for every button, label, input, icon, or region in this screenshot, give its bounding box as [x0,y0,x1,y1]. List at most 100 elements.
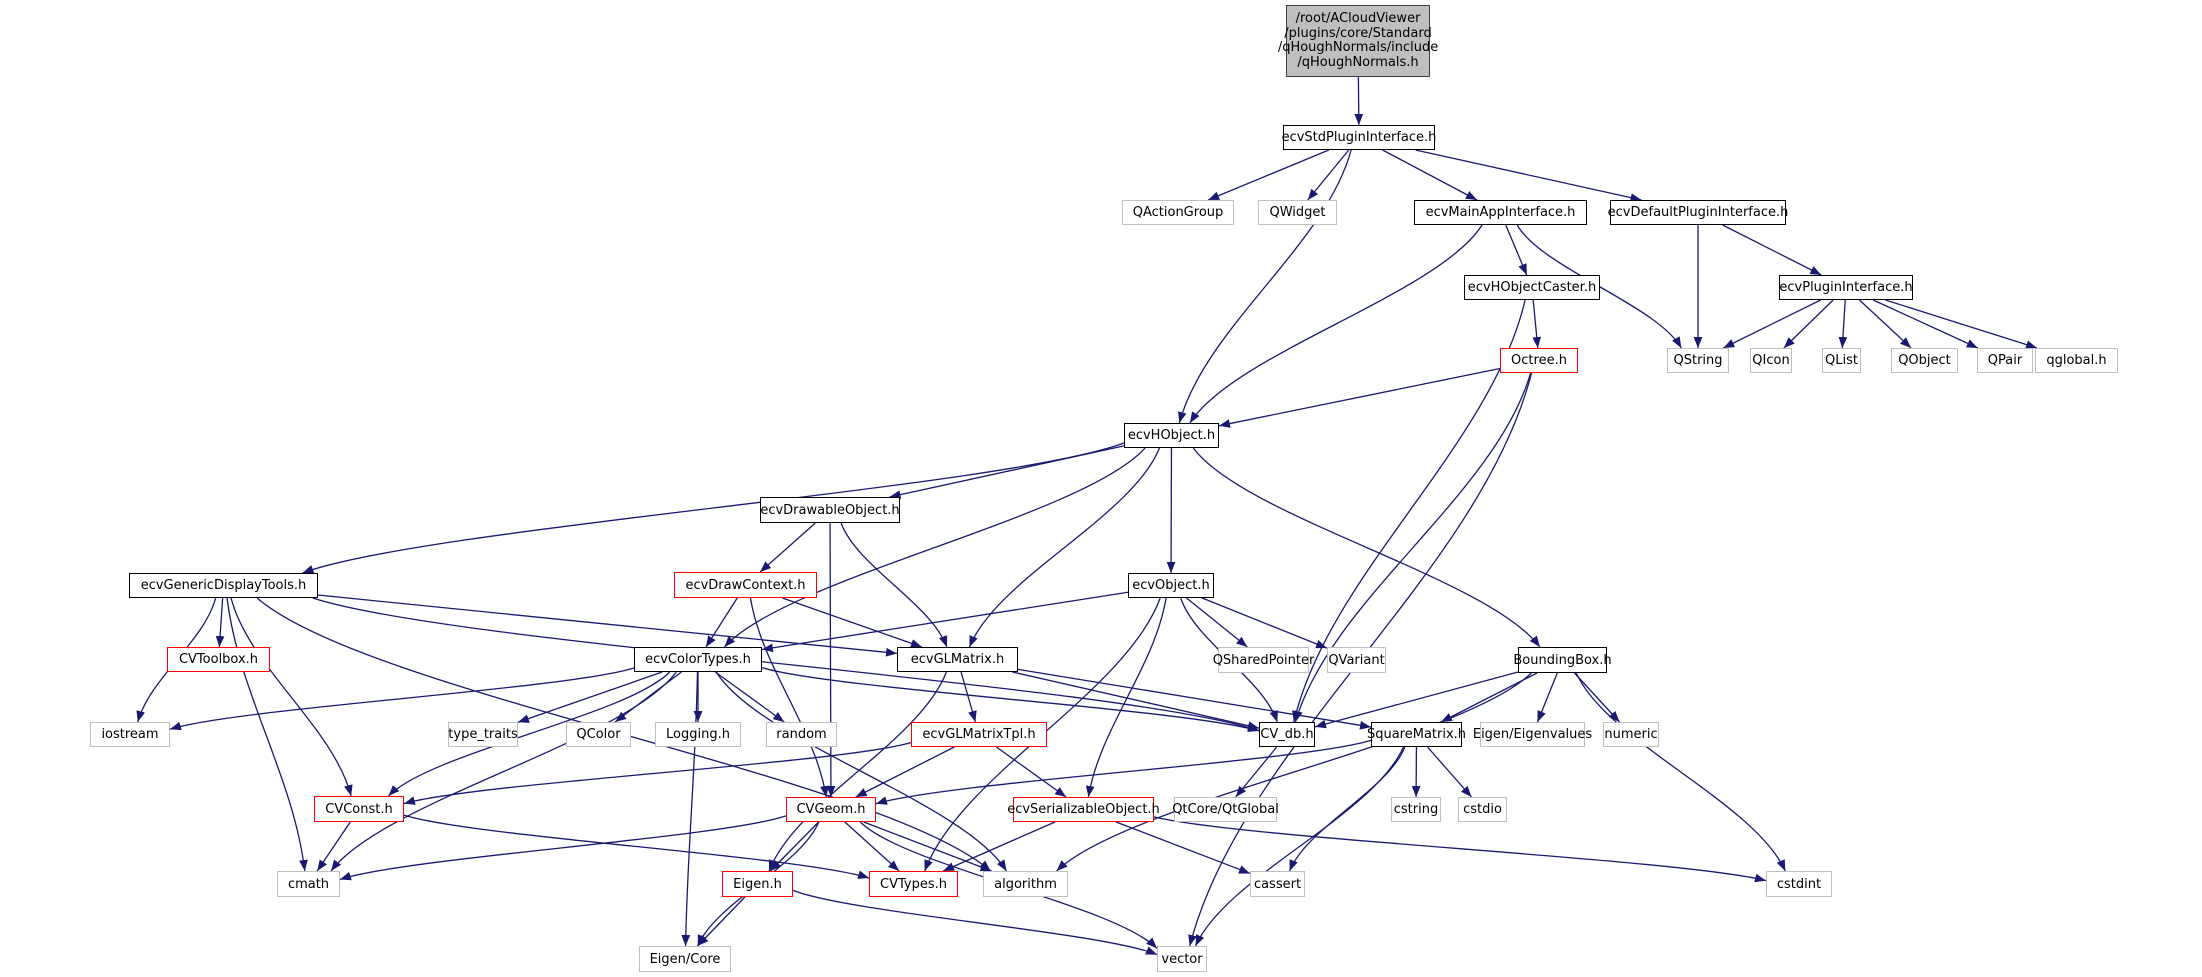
graph-node-random: random [766,722,837,747]
node-label: cassert [1253,876,1302,892]
graph-node-ecvgenericdisplaytools[interactable]: ecvGenericDisplayTools.h [129,573,318,598]
node-label: QActionGroup [1132,205,1224,220]
edge-ecvobject-to-qsharedpointer [1186,597,1248,648]
node-label: Octree.h [1511,353,1567,368]
edge-ecvcolortypes-to-type-traits [517,671,663,723]
edge-ecvdrawableobject-to-ecvglmatrix [840,522,948,648]
graph-node-cvtypes[interactable]: CVTypes.h [869,871,958,897]
node-label: QIcon [1752,353,1790,368]
graph-node-qactiongroup: QActionGroup [1122,200,1234,225]
graph-node-octree[interactable]: Octree.h [1500,348,1578,373]
edge-ecvplugininterface-to-qobject [1858,299,1912,349]
graph-node-logging: Logging.h [655,722,741,747]
graph-node-ecvhobjectcaster[interactable]: ecvHObjectCaster.h [1464,275,1600,300]
edge-ecvhobject-to-boundingbox [1192,447,1541,648]
node-label: QList [1825,353,1858,368]
graph-node-ecvhobject[interactable]: ecvHObject.h [1124,423,1219,448]
graph-node-ecvplugininterface[interactable]: ecvPluginInterface.h [1779,275,1913,300]
edge-ecvdrawcontext-to-ecvcolortypes [705,597,738,648]
node-label: ecvDrawContext.h [685,577,806,593]
edge-boundingbox-to-algorithm [1056,672,1532,872]
node-label: QVariant [1328,652,1385,668]
graph-node-cassert: cassert [1250,871,1305,897]
graph-node-ecvglmatrixtpl[interactable]: ecvGLMatrixTpl.h [911,722,1047,747]
node-label: QSharedPointer [1212,652,1315,668]
node-label: cstring [1393,802,1439,817]
edge-ecvdrawcontext-to-ecvglmatrix [782,597,923,648]
edge-ecvcolortypes-to-iostream [169,667,635,731]
edge-squarematrix-to-cstdio [1427,746,1472,798]
edge-ecvcolortypes-to-random [714,671,785,723]
edge-ecvserializableobject-to-cvtypes [942,821,1056,872]
edge-ecvglmatrixtpl-to-cvconst [403,742,912,805]
edge-squarematrix-to-cassert [1288,746,1406,872]
graph-node-vector: vector [1157,946,1207,972]
edge-ecvglmatrixtpl-to-ecvserializableobject [996,746,1067,798]
node-label: QColor [576,727,621,742]
edge-boundingbox-to-eigeneigenvalues [1536,672,1558,723]
graph-node-cvgeom[interactable]: CVGeom.h [786,797,876,822]
edge-ecvdefaultplugininterface-to-ecvplugininterface [1722,224,1822,276]
edge-ecvserializableobject-to-cassert [1115,821,1251,875]
graph-node-eigenh[interactable]: Eigen.h [722,871,793,897]
graph-node-qstring: QString [1667,348,1729,373]
edge-ecvcolortypes-to-eigencore [681,671,699,947]
node-label: BoundingBox.h [1513,652,1612,668]
graph-node-ecvserializableobject[interactable]: ecvSerializableObject.h [1007,797,1160,822]
edge-ecvhobject-to-ecvcolortypes [723,447,1146,648]
graph-node-cvconst[interactable]: CVConst.h [314,796,404,822]
edge-ecvglmatrix-to-ecvglmatrixtpl [960,671,977,723]
edge-ecvcolortypes-to-cmath [330,671,677,872]
edge-ecvcolortypes-to-cvconst [388,671,671,797]
graph-node-cvtoolbox[interactable]: CVToolbox.h [167,647,270,672]
graph-node-squarematrix[interactable]: SquareMatrix.h [1367,722,1466,747]
graph-node-boundingbox[interactable]: BoundingBox.h [1513,647,1612,673]
node-label: Logging.h [666,727,730,742]
node-label: type_traits [448,727,518,742]
edge-ecvglmatrix-to-eigenh [768,671,947,872]
edge-ecvgenericdisplaytools-to-cvtoolbox [215,597,225,648]
node-label: random [776,727,827,742]
node-label: CVTypes.h [880,876,947,892]
edge-ecvhobjectcaster-to-octree [1532,299,1542,349]
edge-ecvmainappinterface-to-ecvhobject [1189,224,1483,424]
graph-node-ecvglmatrix[interactable]: ecvGLMatrix.h [897,647,1018,672]
graph-node-qcolor: QColor [566,722,631,747]
edge-ecvgenericdisplaytools-to-cvconst [230,597,353,797]
graph-node-ecvstdplugininterface[interactable]: ecvStdPluginInterface.h [1282,125,1436,150]
graph-node-cmath: cmath [277,871,340,897]
graph-node-ecvdrawableobject[interactable]: ecvDrawableObject.h [760,497,900,523]
graph-node-ecvcolortypes[interactable]: ecvColorTypes.h [634,647,762,672]
edge-ecvcolortypes-to-algorithm [715,671,1008,872]
graph-node-ecvobject[interactable]: ecvObject.h [1128,573,1214,598]
graph-node-qglobal: qglobal.h [2035,348,2118,373]
node-label: ecvSerializableObject.h [1007,802,1160,817]
edge-cvgeom-to-cmath [339,815,787,881]
edge-ecvserializableobject-to-cstdint [1153,816,1767,883]
graph-node-root[interactable]: /root/ACloudViewer /plugins/core/Standar… [1278,5,1438,77]
edge-cvconst-to-cvtypes [403,814,870,879]
graph-node-ecvdefaultplugininterface[interactable]: ecvDefaultPluginInterface.h [1608,200,1788,225]
edge-cvgeom-to-algorithm [863,821,992,872]
edge-ecvplugininterface-to-qglobal [1885,299,2038,349]
node-label: QWidget [1269,205,1326,220]
edge-ecvgenericdisplaytools-to-cv-db [312,597,1260,732]
graph-node-cv-db[interactable]: CV_db.h [1259,722,1315,747]
node-label: Eigen/Eigenvalues [1472,727,1593,742]
edge-ecvglmatrix-to-cv-db [1012,671,1260,730]
edge-cvgeom-to-eigenh [769,821,820,872]
node-label: QPair [1987,353,2023,368]
edge-eigenh-to-vector [792,889,1158,956]
node-label: algorithm [994,876,1057,892]
edge-squarematrix-to-vector [1194,746,1405,947]
graph-node-cstdio: cstdio [1458,797,1507,822]
graph-node-ecvmainappinterface[interactable]: ecvMainAppInterface.h [1414,200,1587,225]
graph-node-ecvdrawcontext[interactable]: ecvDrawContext.h [674,572,817,598]
edge-ecvstdplugininterface-to-ecvmainappinterface [1382,149,1478,201]
edge-eigenh-to-eigencore [697,896,746,947]
node-label: ecvMainAppInterface.h [1425,205,1576,220]
node-label: numeric [1604,727,1658,742]
edge-ecvhobject-to-ecvdrawableobject [889,445,1125,499]
